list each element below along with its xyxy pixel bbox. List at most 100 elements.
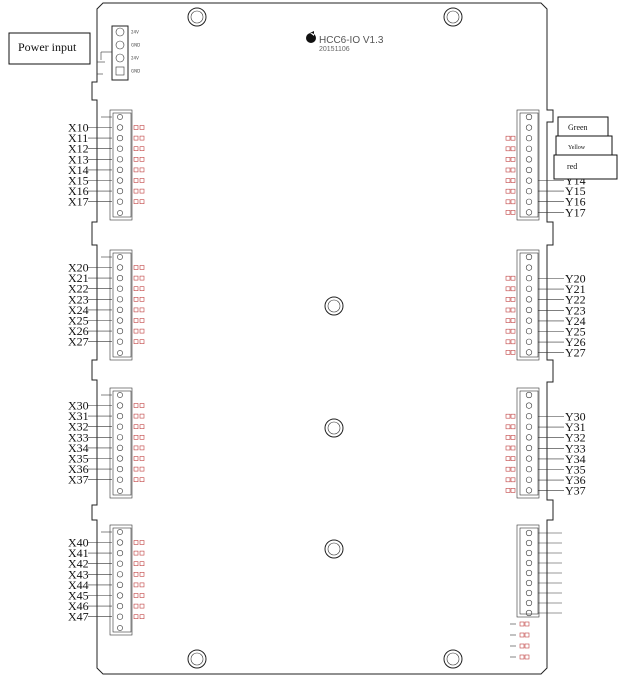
input-led	[133, 275, 139, 281]
input-label: X36	[68, 462, 89, 476]
power-pin	[115, 53, 125, 63]
input-led	[133, 477, 139, 483]
input-led	[133, 265, 139, 270]
mounting-holes	[187, 7, 463, 669]
output-label: Y25	[565, 325, 586, 339]
mounting-hole	[187, 649, 207, 669]
input-led	[133, 328, 139, 334]
input-pin	[116, 549, 124, 557]
power-pin-label: GND	[131, 43, 140, 48]
input-led	[133, 178, 139, 183]
callout-red: red	[567, 162, 577, 171]
input-label: X15	[68, 174, 89, 188]
input-label: X43	[68, 567, 89, 581]
input-label: X13	[68, 152, 89, 166]
input-pin	[116, 188, 124, 195]
input-pin	[116, 338, 124, 345]
mounting-hole	[443, 649, 463, 669]
output-label: Y20	[565, 272, 586, 286]
mounting-hole	[443, 7, 463, 27]
output-label: Y30	[565, 410, 586, 424]
input-led	[133, 125, 139, 130]
input-led	[133, 286, 139, 292]
board-date: 20151106	[319, 46, 350, 53]
input-label: X23	[68, 292, 89, 306]
input-led	[133, 593, 139, 598]
input-label: X46	[68, 599, 89, 613]
input-led	[133, 466, 139, 472]
input-label: X16	[68, 184, 89, 198]
board-outline	[91, 2, 554, 675]
input-pin	[116, 317, 124, 324]
input-label: X34	[68, 441, 89, 455]
input-led	[133, 571, 139, 577]
output-label: Y22	[565, 293, 586, 307]
input-led	[133, 188, 139, 194]
input-pin	[116, 476, 124, 483]
input-label: X20	[68, 261, 89, 275]
input-led	[133, 339, 139, 345]
input-led	[133, 413, 139, 419]
input-label: X32	[68, 420, 89, 434]
input-pin	[116, 402, 124, 409]
board-model: HCC6-IO V1.3	[319, 35, 384, 46]
callout-green: Green	[568, 123, 588, 132]
input-label: X42	[68, 557, 89, 571]
input-led	[133, 445, 139, 451]
input-label: X44	[68, 578, 89, 592]
input-pin	[116, 328, 124, 335]
input-pin	[116, 166, 124, 173]
input-pin	[116, 539, 124, 546]
input-led	[133, 307, 139, 313]
input-led	[133, 456, 139, 461]
power-pin	[115, 40, 125, 50]
input-label: X11	[68, 131, 88, 145]
output-label: Y31	[565, 420, 586, 434]
input-label: X21	[68, 271, 89, 285]
input-led	[133, 157, 139, 162]
input-pin	[116, 275, 124, 282]
input-pin	[116, 264, 124, 271]
power-pin-label: 24V	[131, 56, 139, 61]
mounting-hole	[324, 418, 344, 438]
output-label: Y35	[565, 463, 586, 477]
input-pin	[116, 466, 124, 473]
input-label: X17	[68, 195, 89, 209]
input-pin	[116, 413, 124, 420]
input-pin	[116, 602, 124, 610]
input-led	[133, 550, 139, 556]
input-label: X10	[68, 121, 89, 135]
input-led	[133, 296, 139, 302]
power-pin-label: GND	[131, 69, 140, 74]
input-pin	[116, 560, 124, 567]
input-label: X30	[68, 399, 89, 413]
input-led	[133, 614, 139, 620]
output-label: Y33	[565, 441, 586, 455]
output-label: Y17	[565, 205, 586, 219]
board-title: HCC6-IO V1.3 20151106	[306, 31, 384, 53]
input-led	[133, 434, 139, 440]
input-pin	[116, 124, 124, 131]
input-led	[133, 540, 139, 545]
input-pin	[116, 145, 124, 152]
output-label: Y26	[565, 335, 586, 349]
power-input-label: Power input	[18, 40, 77, 54]
power-input-callout: Power input	[8, 32, 91, 65]
output-label: Y16	[565, 195, 586, 209]
input-pin	[116, 592, 124, 599]
output-label: Y15	[565, 184, 586, 198]
input-led	[133, 582, 139, 588]
input-pin	[116, 434, 124, 441]
output-label: Y34	[565, 452, 586, 466]
input-pin	[116, 613, 124, 620]
input-led	[133, 199, 139, 204]
input-label: X35	[68, 452, 89, 466]
input-label: X24	[68, 303, 89, 317]
input-pin	[116, 296, 124, 303]
input-pin	[116, 156, 124, 163]
